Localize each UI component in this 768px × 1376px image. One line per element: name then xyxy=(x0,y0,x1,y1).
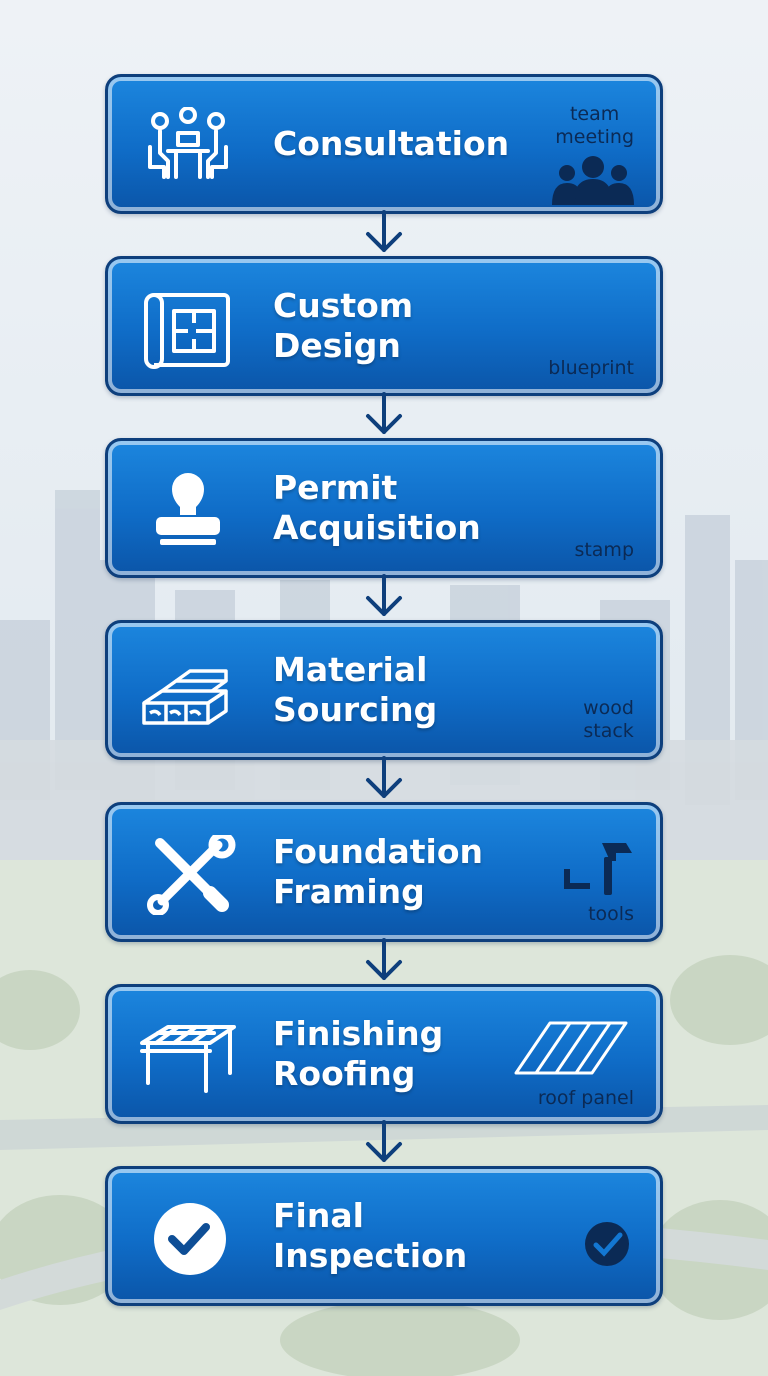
side-label: wood stack xyxy=(583,697,634,742)
rubber-stamp-icon xyxy=(156,473,220,545)
people-group-icon xyxy=(552,156,634,205)
step-title: Custom Design xyxy=(273,286,414,365)
side-label: tools xyxy=(588,903,634,925)
pergola-icon xyxy=(140,1025,236,1093)
side-label: blueprint xyxy=(548,357,634,379)
step-consultation: Consultation team meeting xyxy=(105,74,663,214)
side-label: roof panel xyxy=(537,1087,634,1109)
step-title: Foundation Framing xyxy=(273,832,484,911)
step-title: Permit Acquisition xyxy=(273,468,481,547)
team-meeting-table-icon xyxy=(148,107,228,179)
step-finishing-roofing: Finishing Roofing roof panel xyxy=(105,984,663,1124)
flow-arrow xyxy=(366,938,402,980)
flow-arrow xyxy=(366,574,402,616)
step-material-sourcing: Material Sourcing wood stack xyxy=(105,620,663,760)
flow-arrow xyxy=(366,756,402,798)
flow-arrow xyxy=(366,392,402,434)
step-title: Finishing Roofing xyxy=(273,1014,444,1093)
step-permit-acquisition: Permit Acquisition stamp xyxy=(105,438,663,578)
step-title: Material Sourcing xyxy=(273,650,438,729)
step-custom-design: Custom Design blueprint xyxy=(105,256,663,396)
step-final-inspection: Final Inspection xyxy=(105,1166,663,1306)
hammer-square-icon xyxy=(564,843,632,895)
side-label: team meeting xyxy=(555,103,634,148)
flow-arrow xyxy=(366,1120,402,1162)
approval-seal-icon xyxy=(585,1222,629,1266)
lumber-stack-icon xyxy=(142,669,228,725)
side-label: stamp xyxy=(574,539,634,561)
step-title: Final Inspection xyxy=(273,1196,468,1275)
step-foundation-framing: Foundation Framing tools xyxy=(105,802,663,942)
blueprint-icon xyxy=(144,293,230,369)
flow-arrow xyxy=(366,210,402,252)
wrench-screwdriver-icon xyxy=(147,835,236,915)
step-title: Consultation xyxy=(273,124,510,163)
roof-panel-icon xyxy=(514,1021,628,1075)
checkmark-circle-icon xyxy=(154,1203,226,1275)
